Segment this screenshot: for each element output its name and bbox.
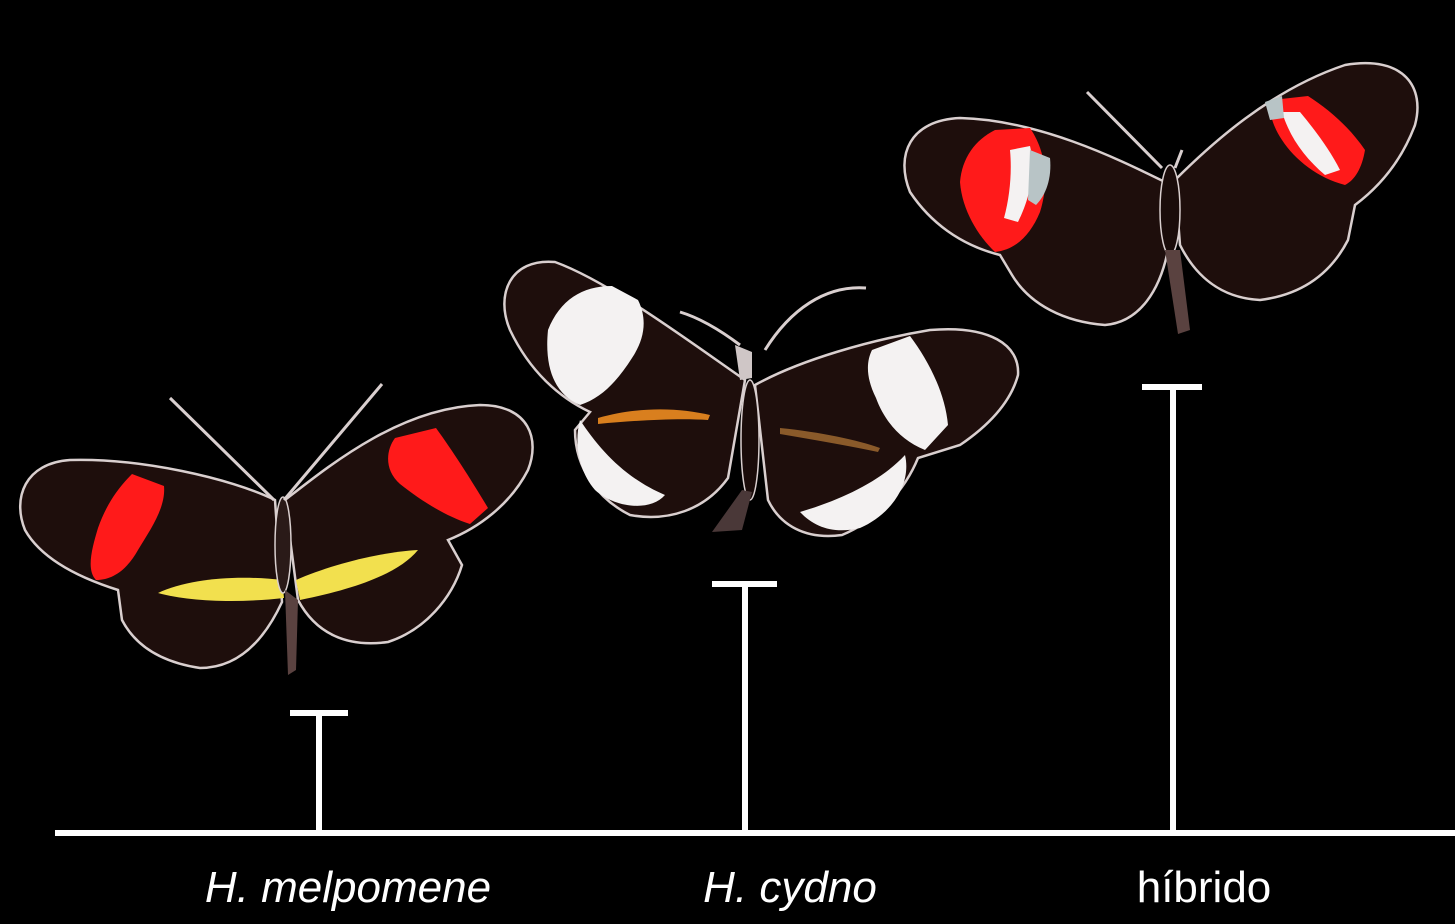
white-banded-butterfly-icon [504, 262, 1018, 536]
label-h-cydno: H. cydno [703, 858, 877, 918]
label-h-melpomene: H. melpomene [205, 858, 491, 918]
hybrid-butterfly-icon [904, 63, 1417, 334]
red-yellow-butterfly-icon [20, 384, 532, 675]
label-hybrid: híbrido [1137, 858, 1272, 918]
